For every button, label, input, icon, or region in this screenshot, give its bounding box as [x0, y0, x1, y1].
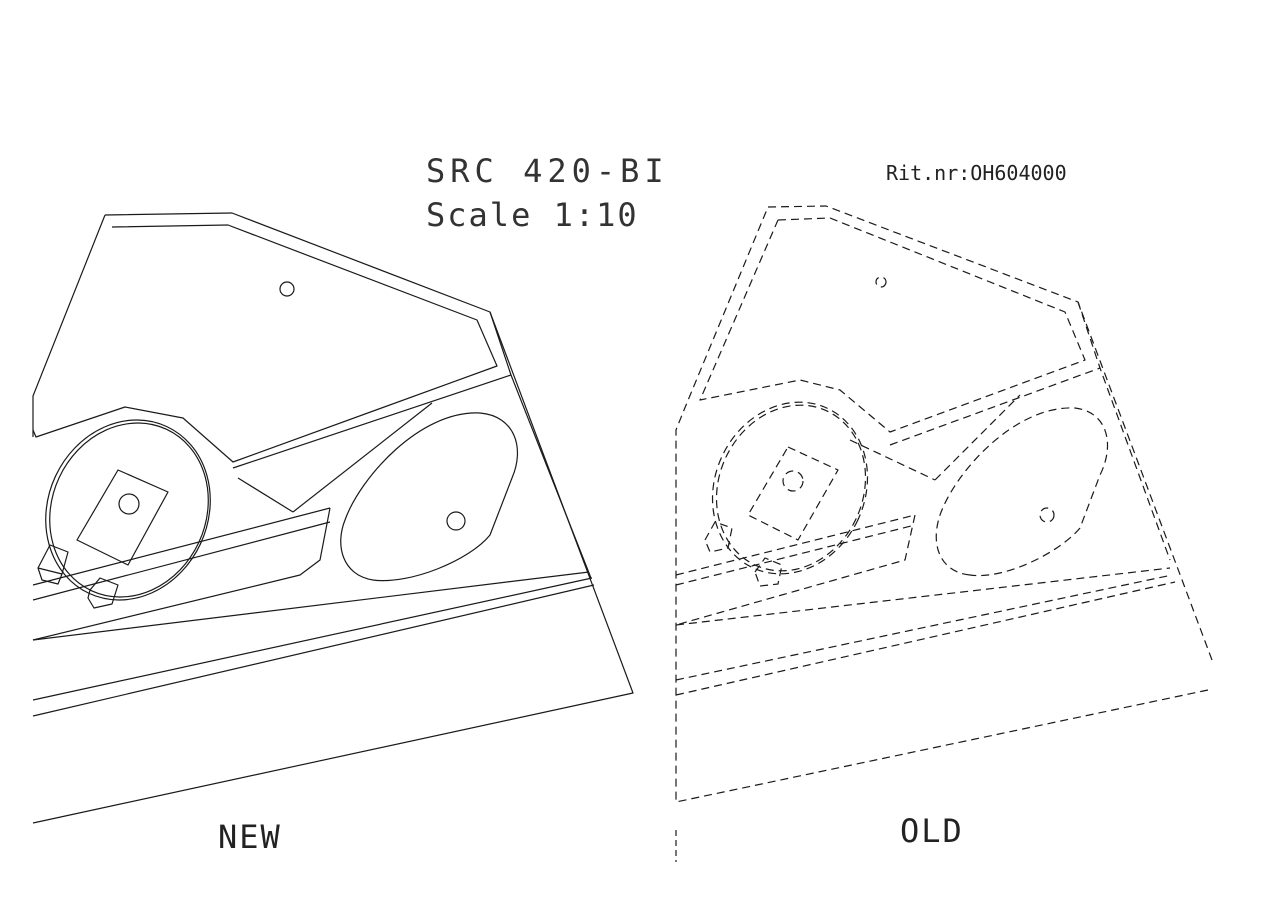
old-magnet-hole: [783, 471, 803, 491]
new-view-label: NEW: [218, 818, 282, 856]
new-body-line: [233, 375, 511, 468]
old-body-line: [850, 440, 935, 480]
new-magnet-hole: [119, 494, 139, 514]
old-strip-line: [676, 515, 915, 625]
old-speaker-ellipse: [685, 377, 895, 600]
old-panel-outline: [676, 206, 1212, 802]
old-strip-line: [676, 582, 1175, 695]
new-magnet-square: [77, 470, 168, 565]
old-magnet-square: [748, 447, 838, 540]
new-body-line: [293, 403, 432, 512]
new-mounting-hole: [280, 282, 294, 296]
old-terminal: [755, 558, 782, 586]
new-body-line: [238, 478, 293, 512]
old-strip-line: [676, 575, 1172, 680]
old-body-line: [1078, 302, 1170, 560]
old-view-label: OLD: [900, 812, 964, 850]
old-view-drawing: [676, 206, 1212, 802]
old-mounting-hole: [876, 277, 886, 287]
old-strip-line: [676, 515, 915, 575]
old-oval-port: [936, 408, 1107, 576]
new-view-drawing: [17, 213, 633, 823]
old-body-line: [890, 368, 1100, 445]
old-speaker-ellipse: [690, 381, 892, 596]
old-strip-line: [676, 525, 915, 585]
old-strip-line: [676, 568, 1170, 625]
old-body-line: [935, 395, 1020, 480]
old-terminal: [705, 522, 732, 552]
new-strip-line: [33, 508, 330, 640]
new-oval-port-hole: [447, 512, 465, 530]
new-terminal: [38, 545, 68, 584]
new-speaker-ellipse: [22, 397, 237, 623]
new-strip-line: [33, 522, 330, 600]
drawing-reference-number: Rit.nr:OH604000: [886, 161, 1067, 185]
new-body-line: [490, 312, 591, 578]
old-panel-inner-outline: [700, 218, 1085, 432]
new-strip-line: [33, 508, 330, 585]
new-strip-line: [33, 572, 589, 640]
old-oval-port-hole: [1040, 508, 1054, 522]
new-terminal: [88, 578, 118, 608]
new-panel-inner-outline: [33, 225, 497, 462]
new-strip-line: [33, 585, 594, 716]
new-oval-port: [341, 413, 518, 581]
new-strip-line: [33, 578, 592, 700]
drawing-scale: Scale 1:10: [426, 196, 639, 234]
new-panel-outline: [33, 213, 633, 823]
drawing-title: SRC 420-BI: [426, 152, 669, 190]
